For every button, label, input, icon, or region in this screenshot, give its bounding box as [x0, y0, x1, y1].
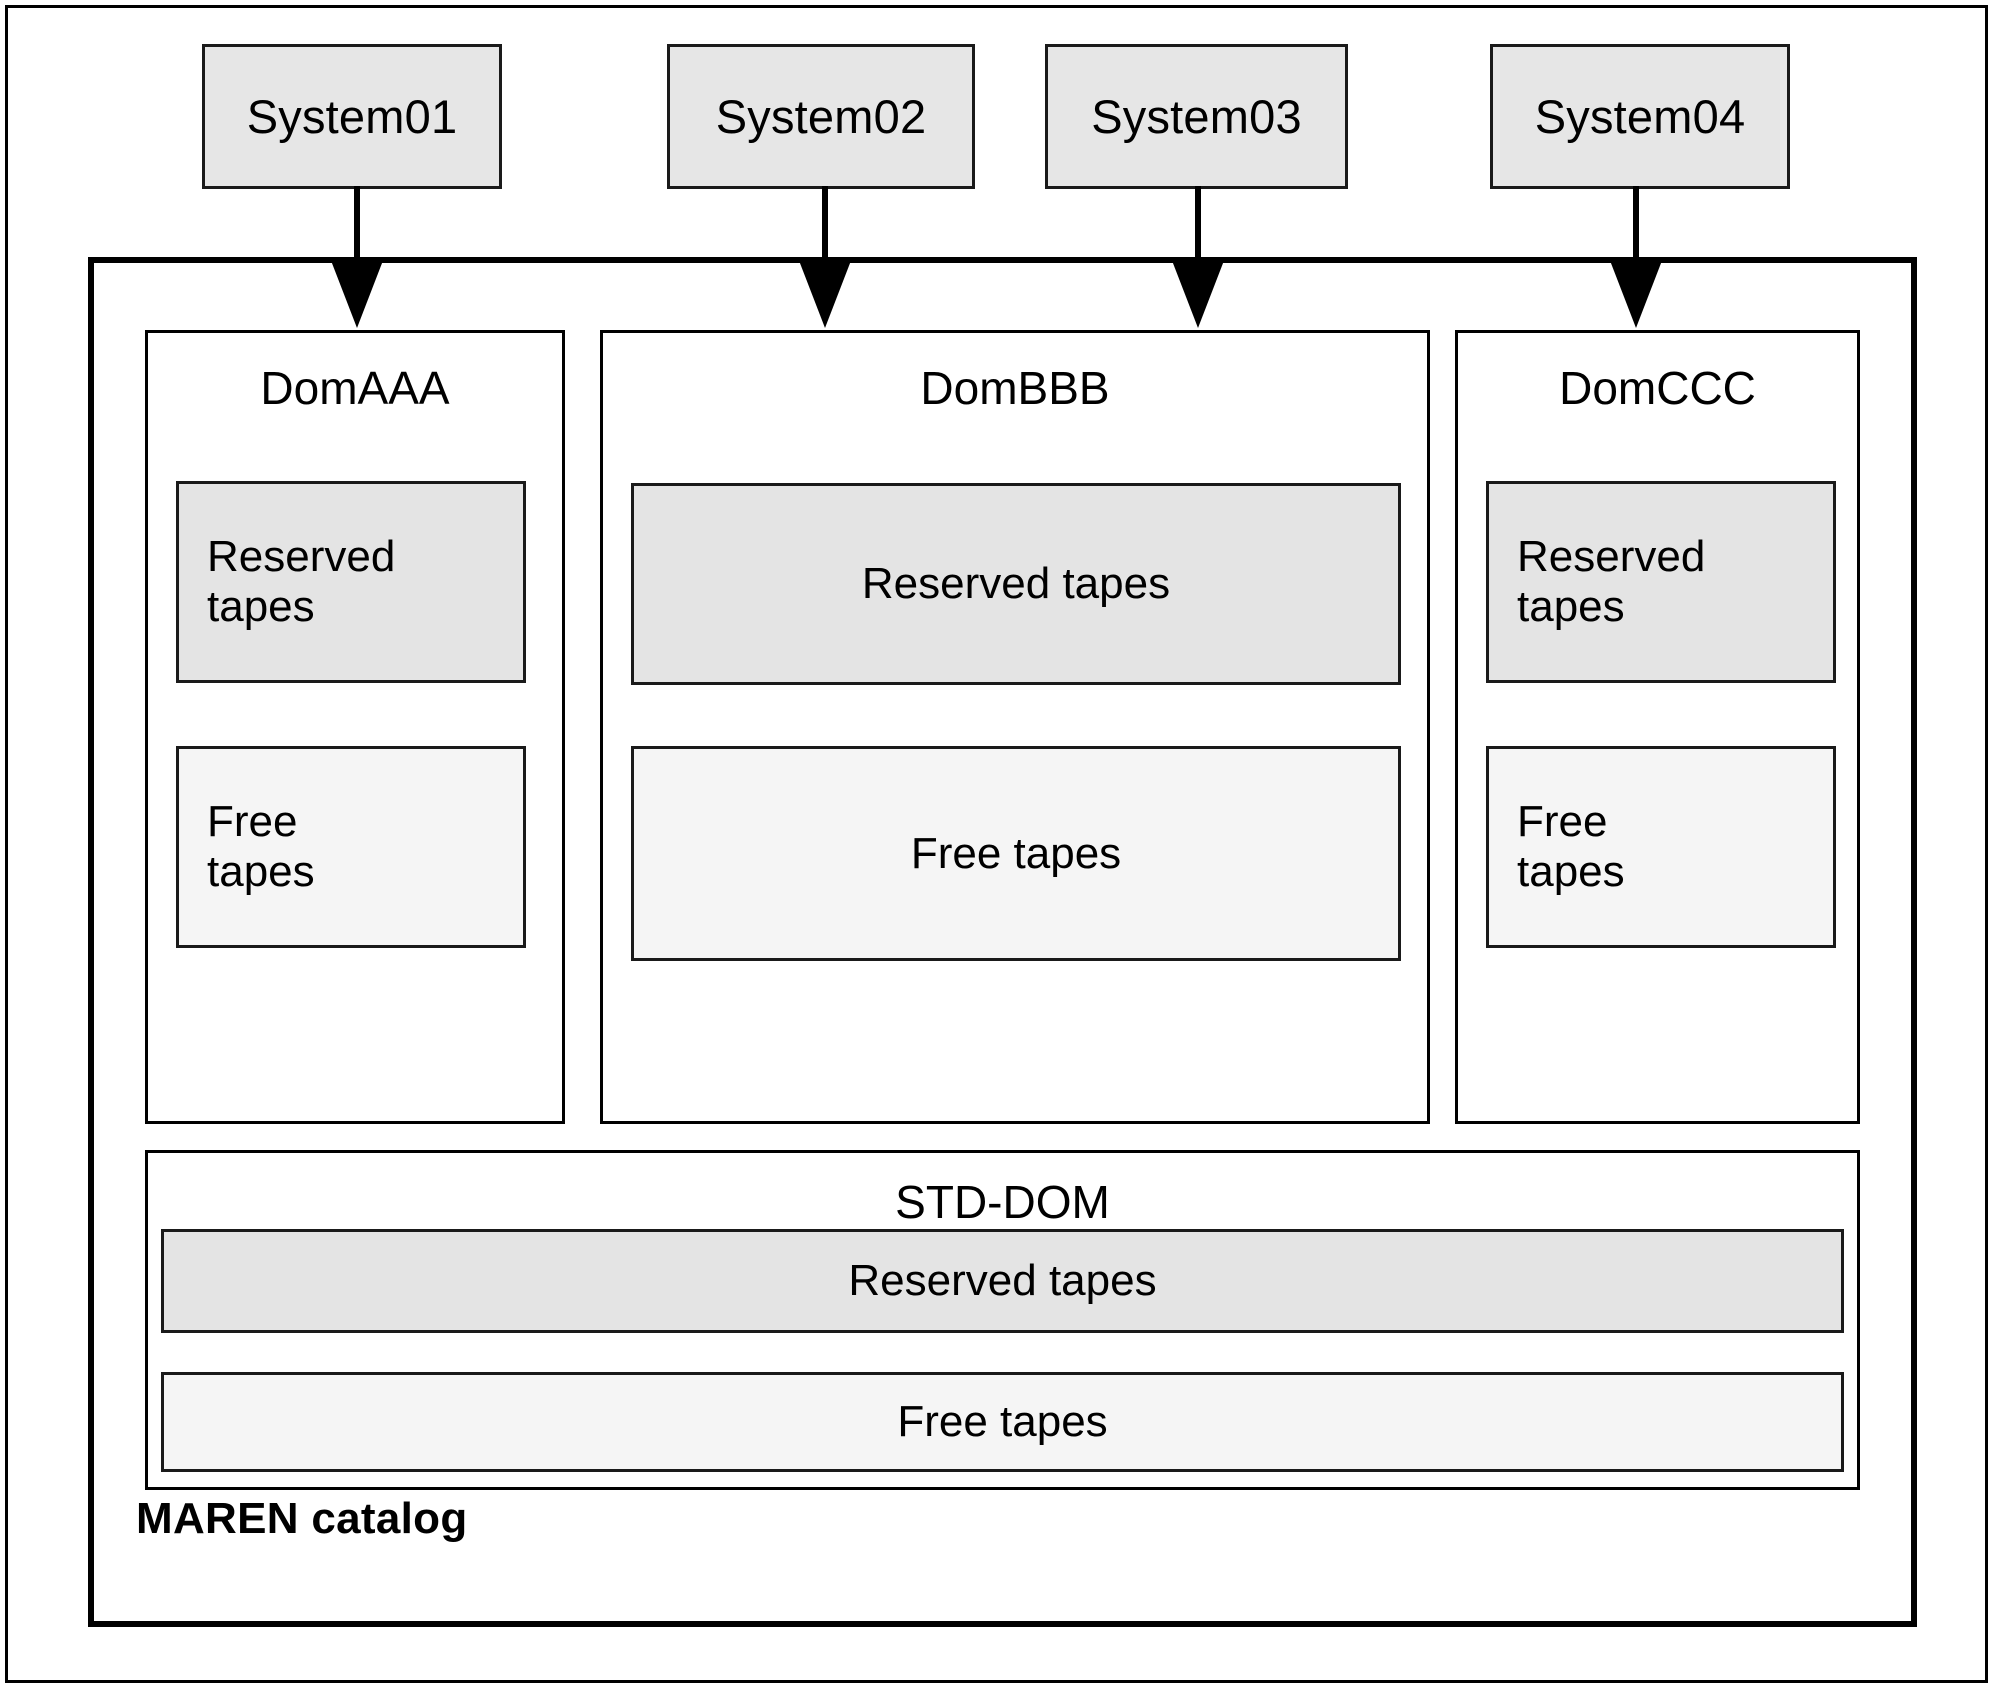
system-box-1[interactable]: System01 [202, 44, 502, 189]
page-border [5, 5, 1988, 1683]
arrow-head-1-icon [330, 258, 384, 328]
arrow-head-3-icon [1171, 258, 1225, 328]
arrow-line-3 [1195, 186, 1201, 260]
arrow-line-1 [354, 186, 360, 260]
system-box-2[interactable]: System02 [667, 44, 975, 189]
domain-box-domaaa[interactable]: DomAAA Reserved tapes Free tapes [145, 330, 565, 1124]
reserved-tapes-box-domccc[interactable]: Reserved tapes [1486, 481, 1836, 683]
system-box-1-label: System01 [246, 90, 458, 143]
domain-box-domccc[interactable]: DomCCC Reserved tapes Free tapes [1455, 330, 1860, 1124]
system-box-3-label: System03 [1091, 90, 1302, 143]
std-dom-free-tapes-bar[interactable]: Free tapes [161, 1372, 1844, 1472]
arrow-head-2-icon [798, 258, 852, 328]
system-box-2-label: System02 [715, 90, 927, 143]
free-tapes-box-domaaa[interactable]: Free tapes [176, 746, 526, 948]
free-tapes-box-dombbb[interactable]: Free tapes [631, 746, 1401, 961]
maren-catalog-container [88, 257, 1917, 1627]
std-dom-reserved-tapes-bar[interactable]: Reserved tapes [161, 1229, 1844, 1333]
maren-catalog-label: MAREN catalog [136, 1494, 468, 1543]
system-box-4-label: System04 [1534, 90, 1746, 143]
arrow-line-2 [822, 186, 828, 260]
std-dom-title: STD-DOM [895, 1176, 1110, 1228]
system-box-3[interactable]: System03 [1045, 44, 1348, 189]
arrow-line-4 [1633, 186, 1639, 260]
std-dom-container[interactable]: STD-DOM Reserved tapes Free tapes [145, 1150, 1860, 1490]
domain-box-dombbb[interactable]: DomBBB Reserved tapes Free tapes [600, 330, 1430, 1124]
arrow-head-4-icon [1609, 258, 1663, 328]
domain-title-domccc: DomCCC [1559, 362, 1756, 414]
domain-title-domaaa: DomAAA [260, 362, 450, 414]
reserved-tapes-box-domaaa[interactable]: Reserved tapes [176, 481, 526, 683]
free-tapes-box-domccc[interactable]: Free tapes [1486, 746, 1836, 948]
system-box-4[interactable]: System04 [1490, 44, 1790, 189]
reserved-tapes-box-dombbb[interactable]: Reserved tapes [631, 483, 1401, 685]
domain-title-dombbb: DomBBB [920, 362, 1110, 414]
